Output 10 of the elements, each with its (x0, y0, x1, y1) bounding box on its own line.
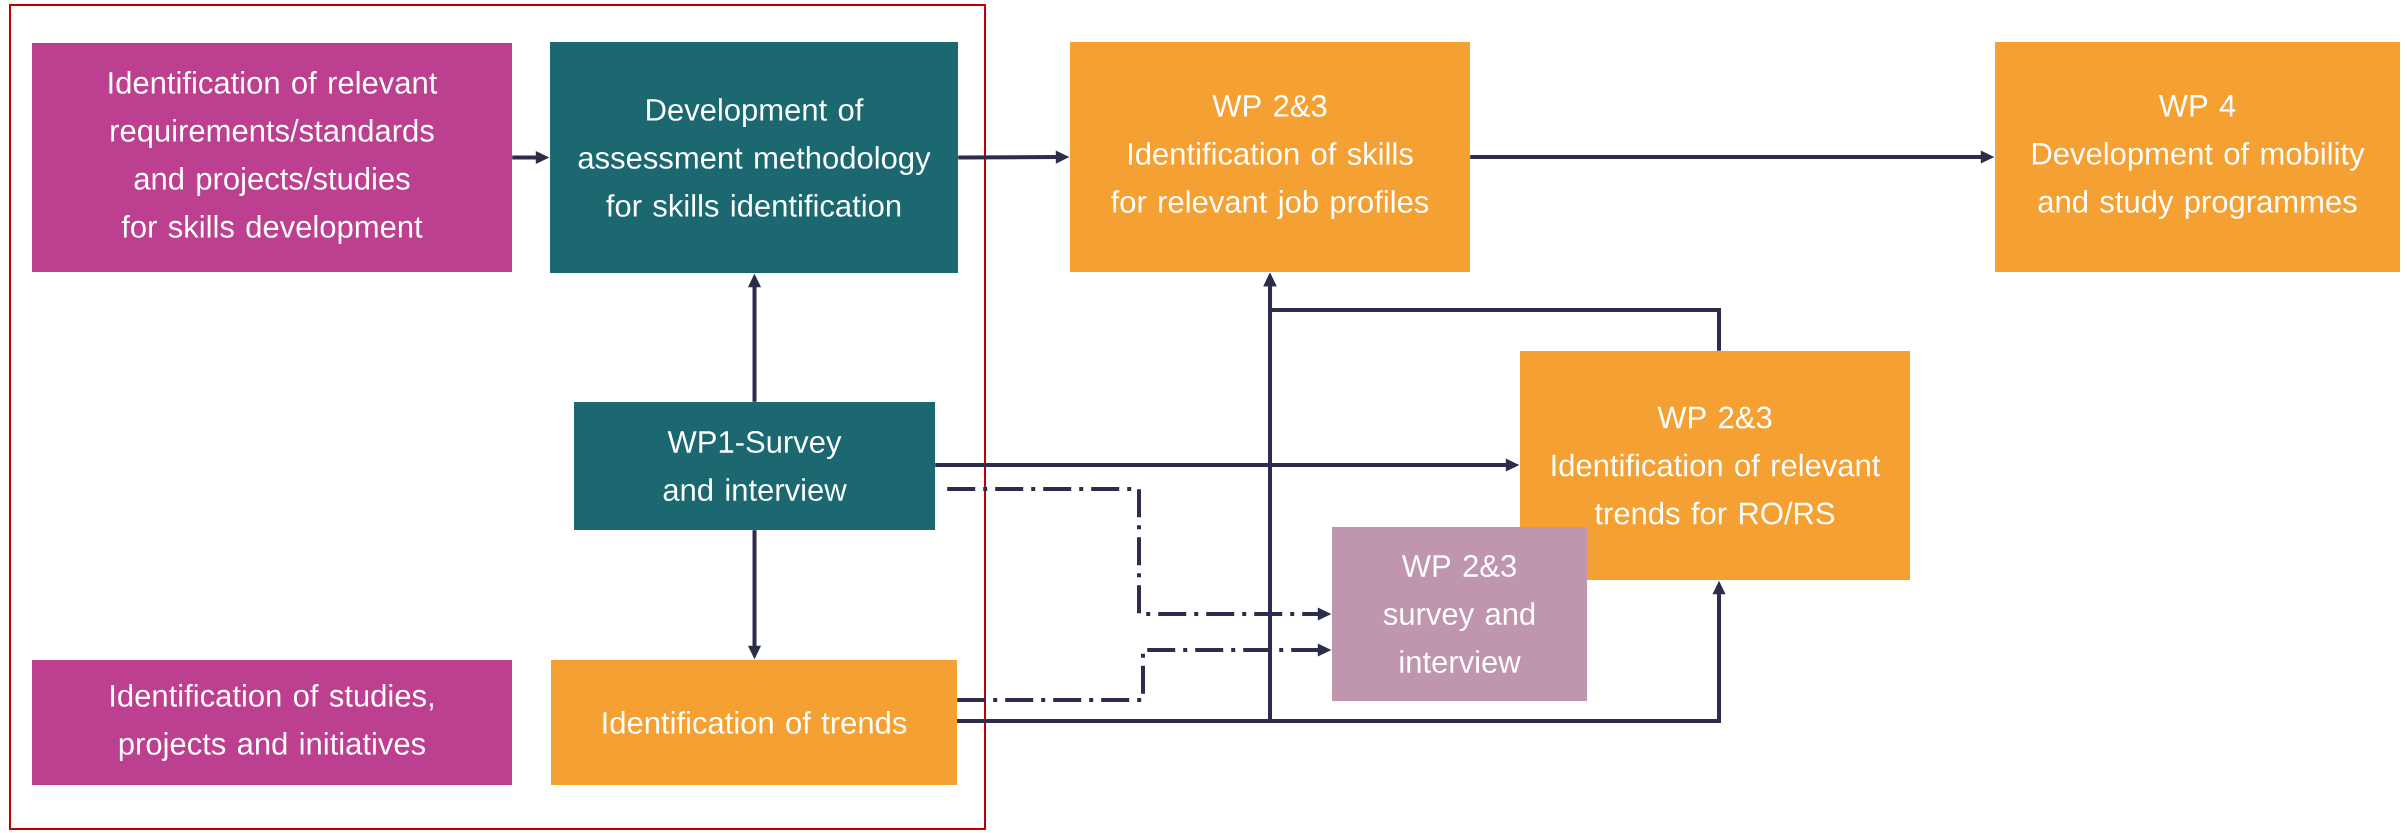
process-box: Identification of studies, projects and initiatives (32, 660, 512, 785)
process-box: WP 4 Development of mobility and study programmes (1995, 42, 2401, 272)
process-box: WP 2&3 Identification of relevant trends for RO/RS (1520, 351, 1910, 580)
process-box: WP 2&3 survey and interview (1332, 527, 1587, 701)
process-box: Development of assessment methodology for skills identification (550, 42, 958, 273)
process-box: WP1-Survey and interview (574, 402, 935, 530)
process-box: Identification of relevant requirements/standards and projects/studies for skills development (32, 43, 512, 272)
process-box: Identification of trends (551, 660, 957, 785)
frame (9, 4, 986, 830)
process-box: WP 2&3 Identification of skills for relevant job profiles (1070, 42, 1470, 272)
